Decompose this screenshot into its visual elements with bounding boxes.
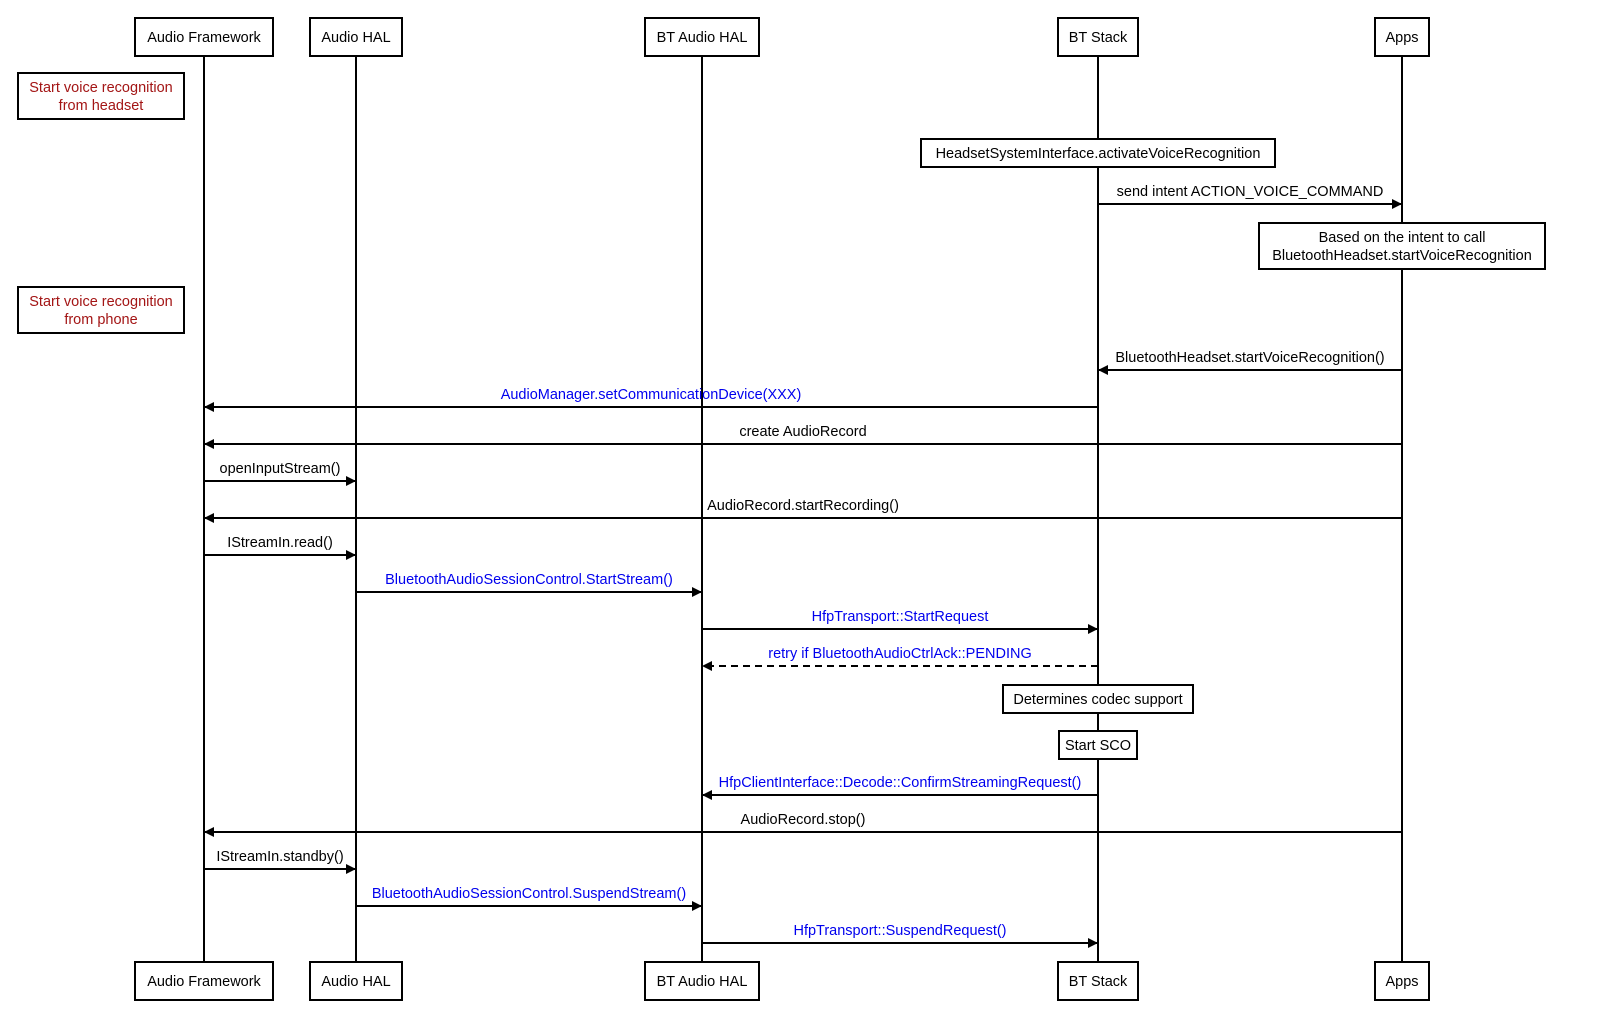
participant-label: Apps xyxy=(1385,30,1418,46)
note-4: Start SCO xyxy=(1058,730,1138,760)
message-15: HfpTransport::SuspendRequest() xyxy=(702,923,1098,948)
participant-ah-top: Audio HAL xyxy=(309,17,403,57)
participant-bah-bottom: BT Audio HAL xyxy=(644,961,760,1001)
message-label: IStreamIn.standby() xyxy=(216,849,343,865)
message-4: create AudioRecord xyxy=(204,424,1402,449)
message-5: openInputStream() xyxy=(204,461,356,486)
message-label: IStreamIn.read() xyxy=(227,535,333,551)
message-label: HfpTransport::StartRequest xyxy=(812,609,989,625)
participant-bts-bottom: BT Stack xyxy=(1057,961,1139,1001)
message-label: create AudioRecord xyxy=(739,424,866,440)
message-9: HfpTransport::StartRequest xyxy=(702,609,1098,634)
participant-af-bottom: Audio Framework xyxy=(134,961,274,1001)
message-2: BluetoothHeadset.startVoiceRecognition() xyxy=(1098,350,1402,375)
note-text: Based on the intent to call xyxy=(1319,230,1486,246)
message-label: BluetoothAudioSessionControl.StartStream… xyxy=(385,572,673,588)
participant-apps-top: Apps xyxy=(1374,17,1430,57)
note-text: BluetoothHeadset.startVoiceRecognition xyxy=(1272,248,1532,264)
message-label: BluetoothHeadset.startVoiceRecognition() xyxy=(1115,350,1384,366)
participant-box xyxy=(134,17,274,57)
participant-box xyxy=(1374,17,1430,57)
message-11: HfpClientInterface::Decode::ConfirmStrea… xyxy=(702,775,1098,800)
participant-label: Audio HAL xyxy=(321,974,390,990)
participant-af-top: Audio Framework xyxy=(134,17,274,57)
side-note-text: Start voice recognition xyxy=(29,80,172,96)
participant-box xyxy=(644,961,760,1001)
participant-box xyxy=(1057,961,1139,1001)
message-label: AudioManager.setCommunicationDevice(XXX) xyxy=(501,387,802,403)
note-box xyxy=(1058,730,1138,760)
note-box xyxy=(920,138,1276,168)
message-label: openInputStream() xyxy=(220,461,341,477)
note-box xyxy=(1258,222,1546,270)
participant-box xyxy=(309,961,403,1001)
message-12: AudioRecord.stop() xyxy=(204,812,1402,837)
side-note-text: from phone xyxy=(64,312,137,328)
message-label: BluetoothAudioSessionControl.SuspendStre… xyxy=(372,886,686,902)
participant-label: Apps xyxy=(1385,974,1418,990)
participant-apps-bottom: Apps xyxy=(1374,961,1430,1001)
message-label: retry if BluetoothAudioCtrlAck::PENDING xyxy=(768,646,1032,662)
message-label: HfpClientInterface::Decode::ConfirmStrea… xyxy=(719,775,1082,791)
message-7: IStreamIn.read() xyxy=(204,535,356,560)
participant-label: BT Stack xyxy=(1069,974,1128,990)
participant-box xyxy=(134,961,274,1001)
note-text: HeadsetSystemInterface.activateVoiceReco… xyxy=(936,146,1261,162)
participant-box xyxy=(1374,961,1430,1001)
participant-box xyxy=(644,17,760,57)
participant-label: Audio HAL xyxy=(321,30,390,46)
participant-label: BT Audio HAL xyxy=(657,974,748,990)
side-note-box xyxy=(17,286,185,334)
participant-label: BT Audio HAL xyxy=(657,30,748,46)
message-8: BluetoothAudioSessionControl.StartStream… xyxy=(356,572,702,597)
message-10: retry if BluetoothAudioCtrlAck::PENDING xyxy=(702,646,1098,671)
participant-label: Audio Framework xyxy=(147,30,261,46)
note-3: Determines codec support xyxy=(1002,684,1194,714)
participant-ah-bottom: Audio HAL xyxy=(309,961,403,1001)
side-note-text: from headset xyxy=(59,98,144,114)
message-13: IStreamIn.standby() xyxy=(204,849,356,874)
participant-bah-top: BT Audio HAL xyxy=(644,17,760,57)
side-note-2: Start voice recognition from phone xyxy=(17,286,185,334)
message-label: HfpTransport::SuspendRequest() xyxy=(793,923,1006,939)
message-3: AudioManager.setCommunicationDevice(XXX) xyxy=(204,387,1098,412)
message-14: BluetoothAudioSessionControl.SuspendStre… xyxy=(356,886,702,911)
participant-label: Audio Framework xyxy=(147,974,261,990)
participant-label: BT Stack xyxy=(1069,30,1128,46)
message-1: send intent ACTION_VOICE_COMMAND xyxy=(1098,184,1402,209)
participant-box xyxy=(1057,17,1139,57)
message-6: AudioRecord.startRecording() xyxy=(204,498,1402,523)
side-note-text: Start voice recognition xyxy=(29,294,172,310)
note-text: Start SCO xyxy=(1065,738,1131,754)
note-2: Based on the intent to callBluetoothHead… xyxy=(1258,222,1546,270)
note-box xyxy=(1002,684,1194,714)
side-note-box xyxy=(17,72,185,120)
side-note-1: Start voice recognition from headset xyxy=(17,72,185,120)
participant-box xyxy=(309,17,403,57)
note-text: Determines codec support xyxy=(1013,692,1182,708)
message-label: AudioRecord.stop() xyxy=(741,812,866,828)
message-label: send intent ACTION_VOICE_COMMAND xyxy=(1117,184,1384,200)
participant-bts-top: BT Stack xyxy=(1057,17,1139,57)
note-1: HeadsetSystemInterface.activateVoiceReco… xyxy=(920,138,1276,168)
message-label: AudioRecord.startRecording() xyxy=(707,498,899,514)
